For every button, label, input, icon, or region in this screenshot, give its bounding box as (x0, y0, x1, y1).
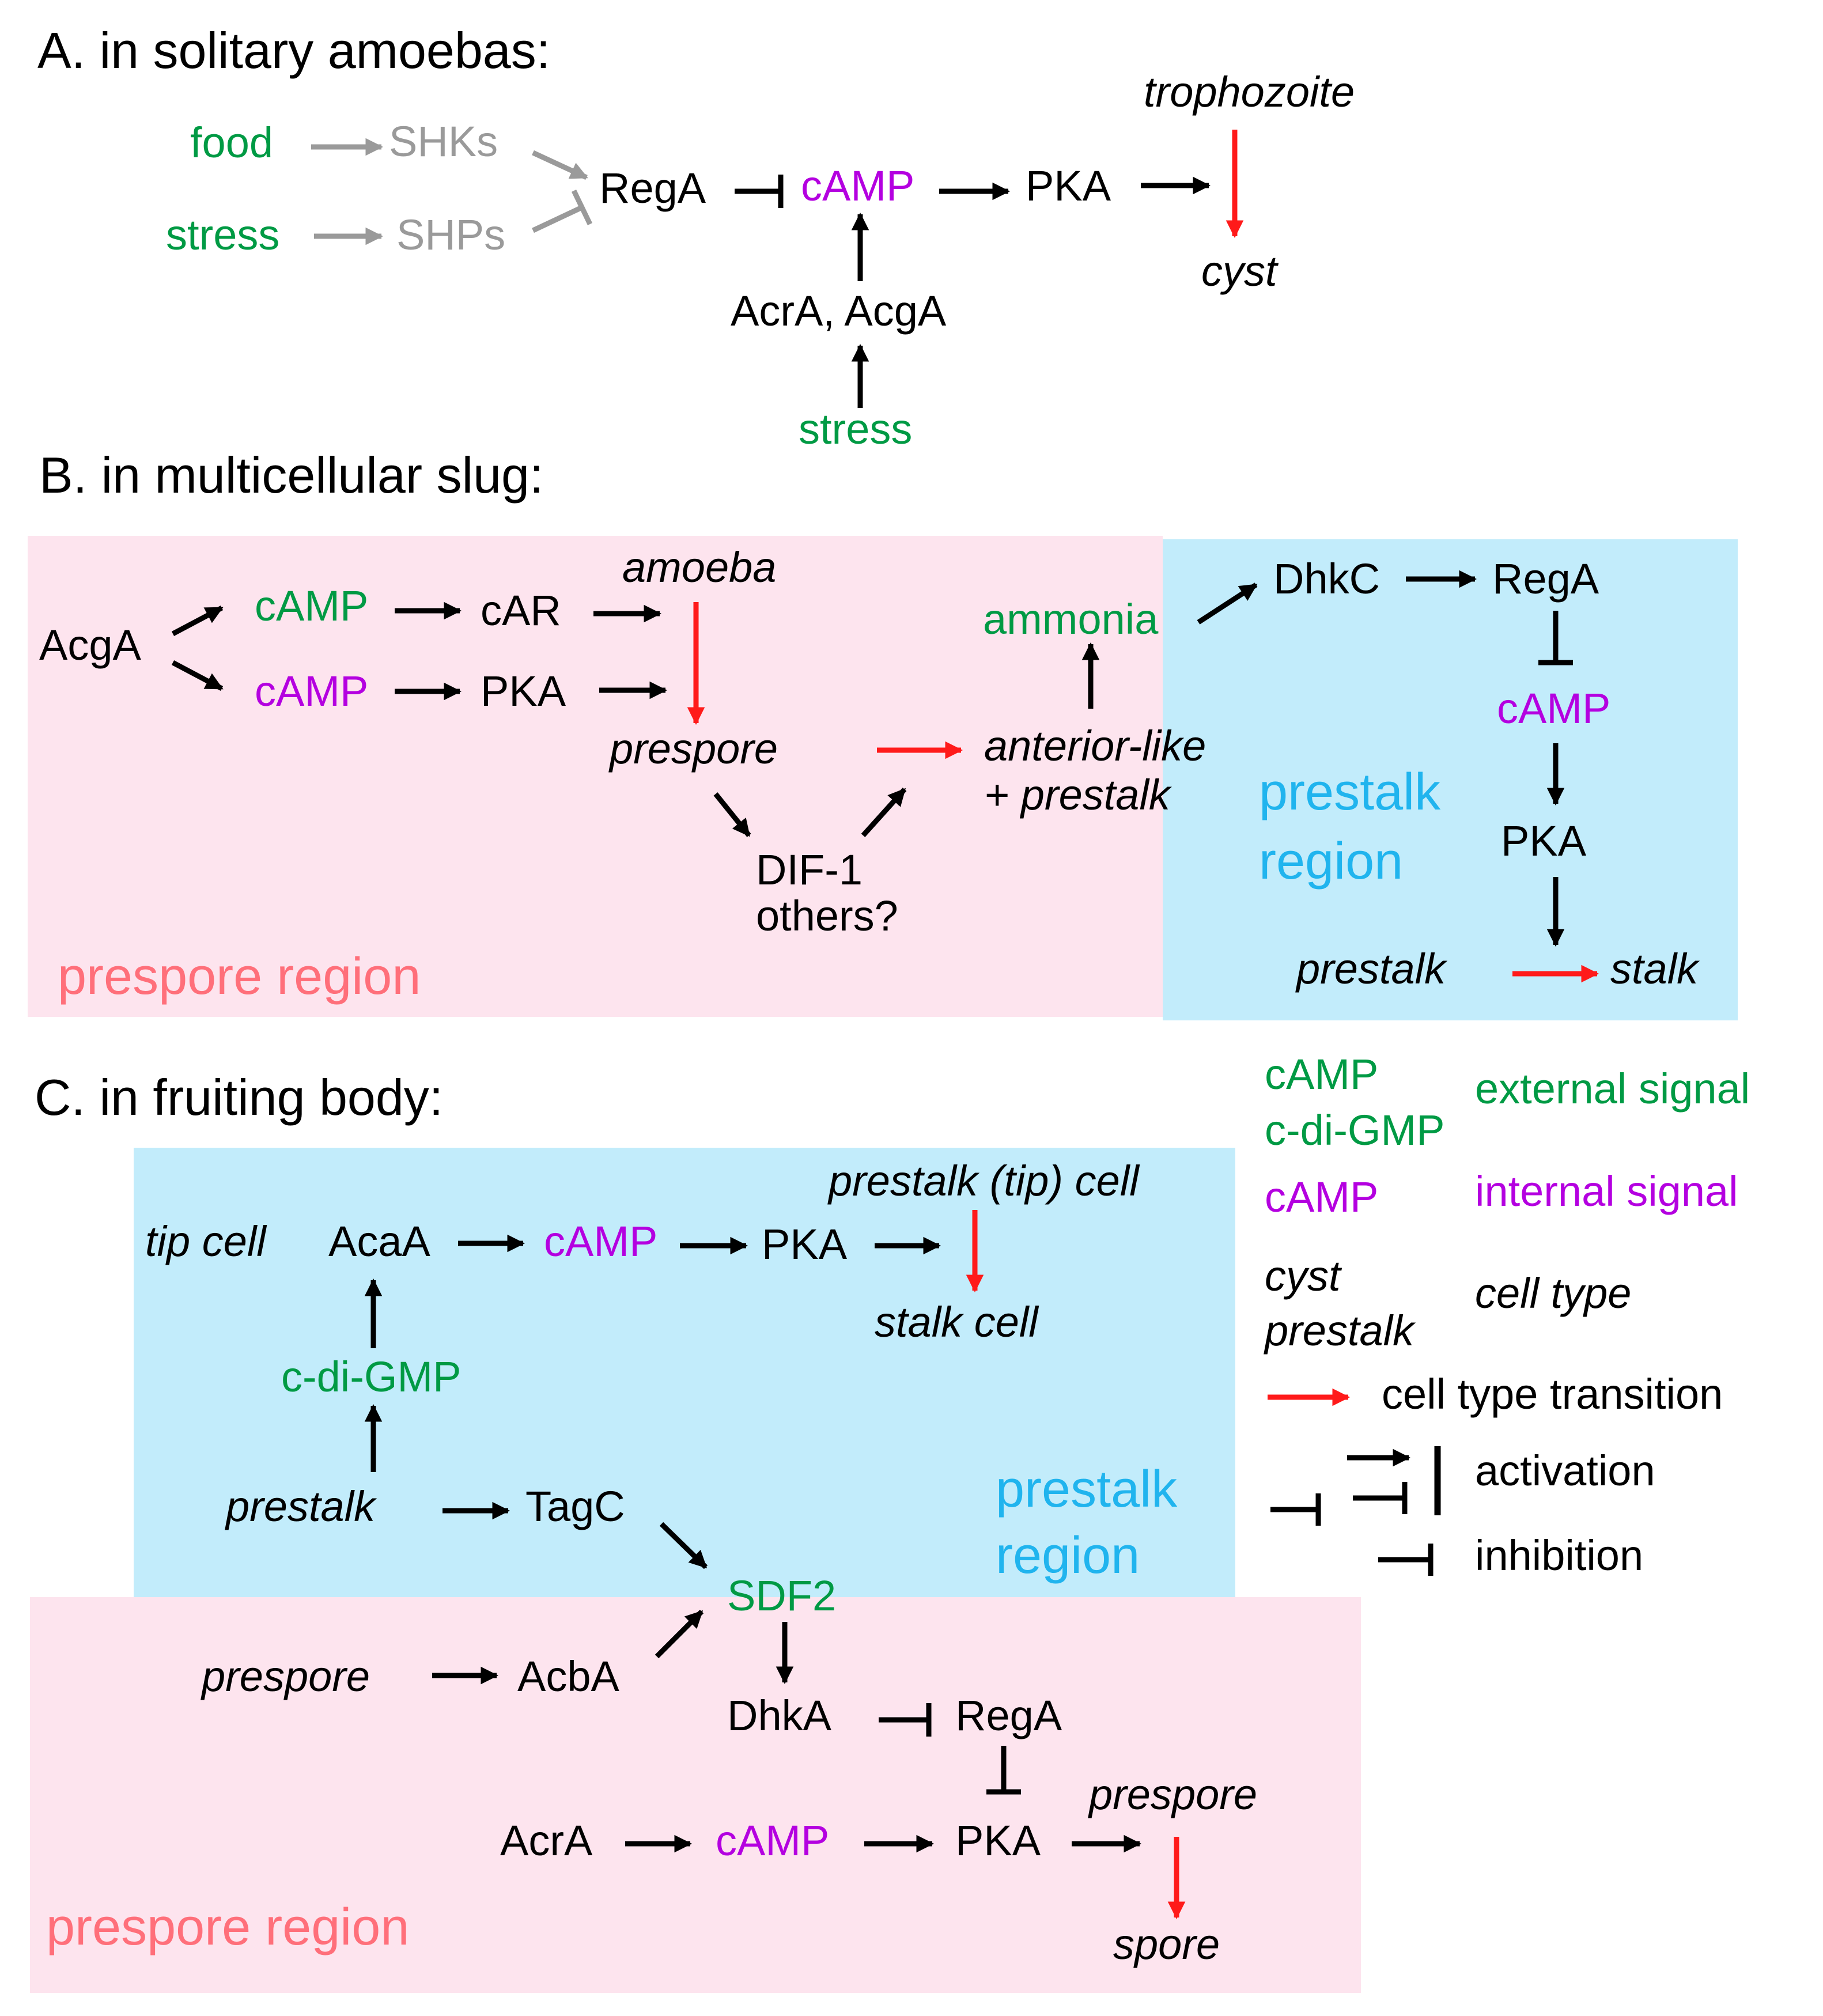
acga-to-camp-internal-arrow (171, 660, 224, 691)
prestalk-label-b: prestalk (1295, 945, 1448, 993)
fruiting-prespore-region-box (30, 1597, 1361, 1993)
acra-label-c: AcrA (500, 1817, 593, 1864)
cyst-label: cyst (1201, 247, 1279, 295)
rega-label-c: RegA (955, 1692, 1062, 1739)
ammonia-to-dhkc-arrow (1197, 583, 1258, 625)
shps-inhibits-rega (532, 190, 593, 233)
acga-to-camp-external-arrow (171, 606, 224, 636)
slug-prestalk-region-label-line1: prestalk (1259, 763, 1441, 821)
dif1-label: DIF-1 (756, 846, 863, 894)
camp-external-label-b: cAMP (255, 582, 368, 630)
legend-internal-example: cAMP (1265, 1173, 1378, 1221)
legend-external-example-2: c-di-GMP (1265, 1106, 1444, 1154)
legend-external-example-1: cAMP (1265, 1050, 1378, 1098)
legend-celltype-example-1: cyst (1265, 1252, 1342, 1300)
panel-a-heading: A. in solitary amoebas: (37, 22, 550, 79)
camp-bottom-label-c: cAMP (716, 1817, 829, 1864)
legend-activation-label: activation (1475, 1447, 1655, 1495)
legend-inhibition-symbol-middle (1353, 1482, 1408, 1514)
prespore-right-label-c: prespore (1088, 1771, 1257, 1818)
anterior-like-label: anterior-like (984, 722, 1206, 770)
stalk-cell-label: stalk cell (875, 1298, 1039, 1346)
stalk-label-b: stalk (1610, 945, 1700, 993)
plus-prestalk-label: + prestalk (984, 771, 1173, 819)
pka-label-b-right: PKA (1501, 817, 1587, 865)
camp-top-label-c: cAMP (544, 1217, 657, 1265)
acba-to-sdf2-arrow (655, 1609, 704, 1659)
cdigmp-label-c: c-di-GMP (281, 1353, 461, 1401)
slug-prestalk-region-label-line2: region (1259, 833, 1403, 890)
pka-bottom-label-c: PKA (955, 1817, 1041, 1864)
dhka-label: DhkA (727, 1692, 832, 1739)
legend-inhibition-symbol-left (1270, 1493, 1321, 1526)
shps-label: SHPs (396, 211, 505, 259)
pka-top-label-c: PKA (762, 1220, 848, 1268)
amoeba-label: amoeba (622, 543, 776, 591)
fruiting-prestalk-region-label-line1: prestalk (996, 1461, 1178, 1518)
slug-prestalk-region-box (1163, 539, 1738, 1020)
rega-inhibits-pka-c (986, 1746, 1021, 1795)
camp-label-b-right: cAMP (1497, 684, 1610, 732)
tagc-to-sdf2-arrow (659, 1522, 708, 1569)
stress-label-left: stress (166, 211, 279, 259)
rega-label-b: RegA (1492, 555, 1599, 603)
legend-celltype-label: cell type (1475, 1269, 1631, 1317)
shks-to-rega-arrow (532, 150, 588, 180)
sdf2-label: SDF2 (727, 1572, 836, 1620)
tip-cell-label: tip cell (145, 1217, 267, 1265)
pka-label-a: PKA (1026, 162, 1111, 210)
legend-celltype-example-2: prestalk (1264, 1307, 1416, 1355)
fruiting-prestalk-region-label-line2: region (996, 1527, 1140, 1584)
prespore-to-dif1-arrow (713, 792, 751, 837)
acba-label: AcbA (517, 1652, 620, 1700)
dhkc-label: DhkC (1273, 555, 1380, 603)
prespore-label-c: prespore (201, 1652, 370, 1700)
rega-label-a: RegA (599, 164, 706, 212)
tagc-label: TagC (525, 1482, 625, 1530)
others-label: others? (756, 892, 898, 940)
legend-transition-label: cell type transition (1382, 1370, 1723, 1418)
prestalk-tip-cell-label: prestalk (tip) cell (827, 1157, 1140, 1205)
acaa-label: AcaA (328, 1217, 431, 1265)
rega-inhibits-camp-b (1538, 611, 1573, 665)
dhka-inhibits-rega (879, 1703, 932, 1737)
stress-label-bottom: stress (799, 405, 912, 453)
legend-external-label: external signal (1475, 1065, 1750, 1113)
acga-label-b: AcgA (39, 621, 142, 669)
dif1-to-anterior-like-arrow (861, 787, 907, 838)
acra-acga-label: AcrA, AcgA (731, 287, 947, 335)
legend-internal-label: internal signal (1475, 1167, 1738, 1215)
panel-c-heading: C. in fruiting body: (35, 1069, 443, 1126)
legend-inhibition-symbol (1378, 1544, 1434, 1576)
camp-label-a: cAMP (801, 162, 914, 210)
camp-internal-label-b: cAMP (255, 667, 368, 715)
rega-inhibits-camp (735, 175, 784, 208)
car-label: cAR (481, 587, 561, 634)
ammonia-label: ammonia (983, 595, 1159, 643)
shks-label: SHKs (389, 118, 498, 165)
prestalk-label-c: prestalk (225, 1482, 377, 1530)
fruiting-prespore-region-label: prespore region (46, 1898, 409, 1956)
fruiting-prestalk-region-box (134, 1148, 1235, 1597)
legend-inhibition-label: inhibition (1475, 1531, 1643, 1579)
pka-label-b-left: PKA (481, 667, 566, 715)
slug-prespore-region-label: prespore region (58, 948, 421, 1005)
food-label: food (190, 119, 273, 167)
trophozoite-label: trophozoite (1144, 68, 1355, 116)
spore-label: spore (1113, 1920, 1220, 1968)
panel-b-heading: B. in multicellular slug: (39, 447, 543, 504)
prespore-label-b: prespore (608, 725, 778, 773)
